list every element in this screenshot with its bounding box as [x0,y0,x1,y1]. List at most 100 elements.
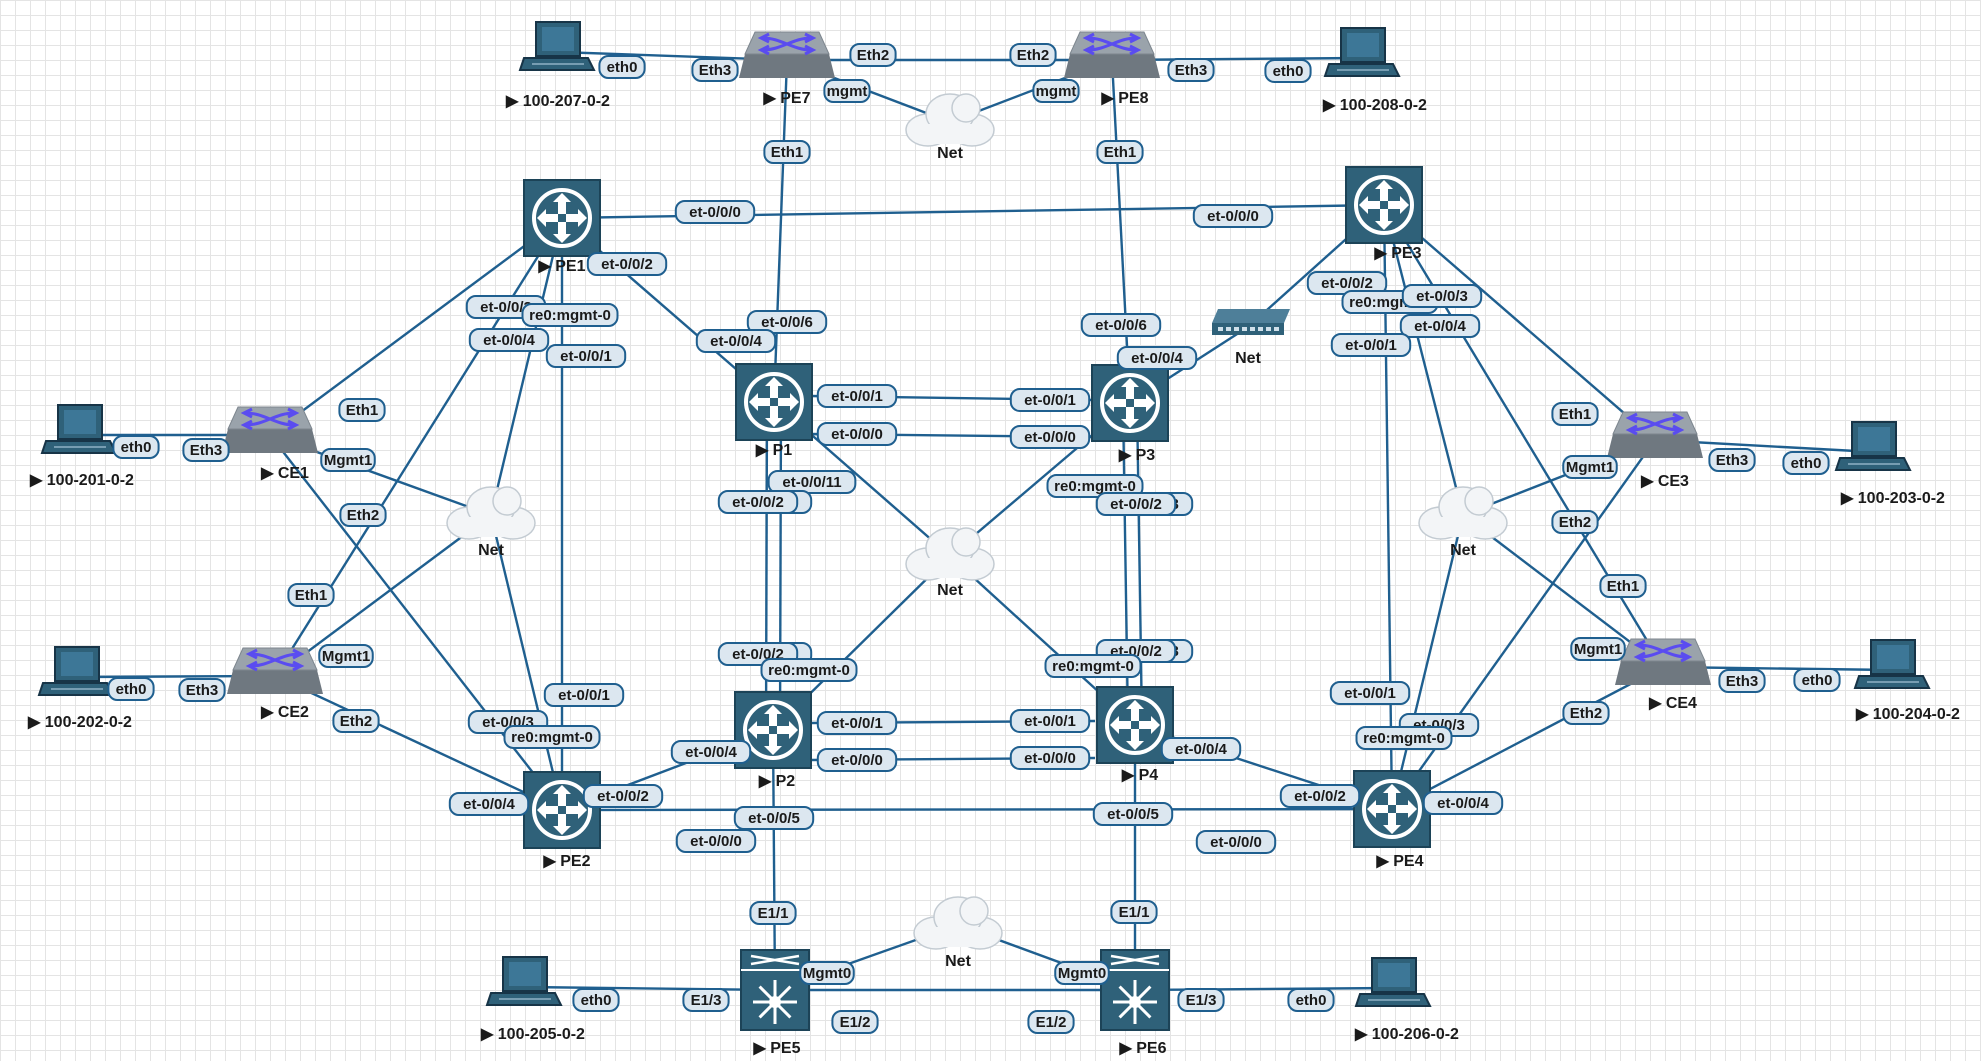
interface-label[interactable]: re0:mgmt-0 [1046,474,1144,498]
interface-label[interactable]: et-0/0/1 [1009,388,1091,412]
interface-label[interactable]: Eth1 [1551,402,1599,426]
interface-label[interactable]: Eth1 [287,583,335,607]
node-ce3[interactable]: ▶ CE3 [1607,411,1703,490]
interface-label[interactable]: eth0 [112,435,160,459]
interface-label[interactable]: eth0 [572,988,620,1012]
interface-label[interactable]: Mgmt1 [1570,637,1626,661]
interface-label[interactable]: re0:mgmt-0 [521,303,619,327]
interface-label[interactable]: Mgmt0 [799,961,855,985]
link-ce2-net_left[interactable] [274,514,492,677]
link-ce1-pe2[interactable] [269,434,563,811]
interface-label[interactable]: et-0/0/0 [816,422,898,446]
interface-label[interactable]: et-0/0/4 [670,740,752,764]
interface-label[interactable]: et-0/0/2 [1279,784,1361,808]
interface-label[interactable]: E1/1 [749,901,797,925]
interface-label[interactable]: et-0/0/6 [746,310,828,334]
node-ce4[interactable]: ▶ CE4 [1615,638,1711,712]
link-p3-p4[interactable] [1135,402,1144,726]
node-p1[interactable]: ▶ P1 [735,363,813,459]
interface-label[interactable]: re0:mgmt-0 [1355,726,1453,750]
interface-label[interactable]: Eth3 [1708,448,1756,472]
link-pe2-pe4[interactable] [561,807,1393,812]
interface-label[interactable]: et-0/0/0 [1009,746,1091,770]
node-h201[interactable]: ▶ 100-201-0-2 [29,404,134,489]
interface-label[interactable]: et-0/0/4 [1160,737,1242,761]
node-pe7[interactable]: ▶ PE7 [739,31,835,107]
interface-label[interactable]: et-0/0/2 [582,784,664,808]
link-pe8-p3[interactable] [1110,59,1132,404]
interface-label[interactable]: et-0/0/1 [543,683,625,707]
link-net_right-pe4[interactable] [1390,514,1465,810]
node-p2[interactable]: ▶ P2 [734,691,812,790]
interface-label[interactable]: Eth1 [763,140,811,164]
interface-label[interactable]: Eth3 [1167,58,1215,82]
link-pe1-net_left[interactable] [489,217,564,516]
interface-label[interactable]: Eth3 [691,58,739,82]
node-net_right[interactable]: Net [1418,486,1508,559]
interface-label[interactable]: Eth2 [1009,43,1057,67]
interface-label[interactable]: mgmt [1032,79,1080,103]
interface-label[interactable]: eth0 [107,677,155,701]
interface-label[interactable]: et-0/0/5 [1092,802,1174,826]
interface-label[interactable]: et-0/0/0 [1195,830,1277,854]
interface-label[interactable]: Eth3 [178,678,226,702]
link-h205-pe5[interactable] [524,985,776,992]
interface-label[interactable]: et-0/0/0 [674,200,756,224]
interface-label[interactable]: et-0/0/1 [816,384,898,408]
interface-label[interactable]: E1/1 [1110,900,1158,924]
node-h206[interactable]: ▶ 100-206-0-2 [1354,957,1459,1043]
interface-label[interactable]: et-0/0/4 [448,792,530,816]
interface-label[interactable]: et-0/0/1 [1330,333,1412,357]
node-pe5[interactable]: ▶ PE5 [740,949,810,1057]
interface-label[interactable]: et-0/0/0 [1192,204,1274,228]
interface-label[interactable]: et-0/0/1 [545,344,627,368]
node-pe6[interactable]: ▶ PE6 [1100,949,1170,1057]
node-h205[interactable]: ▶ 100-205-0-2 [480,956,585,1043]
interface-label[interactable]: Eth3 [182,438,230,462]
link-pe3-net_right[interactable] [1382,204,1465,516]
interface-label[interactable]: et-0/0/2 [717,490,799,514]
interface-label[interactable]: Mgmt1 [320,448,376,472]
interface-label[interactable]: Eth2 [1562,701,1610,725]
node-net_top[interactable]: Net [905,93,995,162]
node-net_bot[interactable]: Net [913,896,1003,970]
link-pe1-ce2[interactable] [273,217,564,677]
interface-label[interactable]: Eth3 [1718,669,1766,693]
link-net_left-pe2[interactable] [489,514,564,811]
interface-label[interactable]: E1/2 [831,1010,879,1034]
node-net_sw[interactable]: Net [1212,309,1290,367]
interface-label[interactable]: et-0/0/5 [733,806,815,830]
node-ce1[interactable]: ▶ CE1 [222,406,318,482]
interface-label[interactable]: re0:mgmt-0 [503,725,601,749]
interface-label[interactable]: et-0/0/11 [767,470,857,494]
interface-label[interactable]: Eth2 [332,709,380,733]
interface-label[interactable]: et-0/0/4 [1422,791,1504,815]
link-pe6-h206[interactable] [1134,986,1395,992]
interface-label[interactable]: et-0/0/3 [1401,284,1483,308]
link-pe7-p1[interactable] [772,59,789,403]
interface-label[interactable]: et-0/0/4 [1116,346,1198,370]
interface-label[interactable]: et-0/0/4 [468,328,550,352]
interface-label[interactable]: et-0/0/6 [1080,313,1162,337]
link-ce3-pe4[interactable] [1391,439,1656,810]
interface-label[interactable]: Mgmt1 [318,644,374,668]
interface-label[interactable]: et-0/0/1 [816,711,898,735]
node-pe4[interactable]: ▶ PE4 [1353,770,1431,870]
interface-label[interactable]: re0:mgmt-0 [1044,654,1142,678]
interface-label[interactable]: eth0 [1264,59,1312,83]
interface-label[interactable]: re0:mgmt-0 [760,658,858,682]
link-pe1-ce1[interactable] [269,217,563,436]
interface-label[interactable]: et-0/0/2 [586,252,668,276]
node-p3[interactable]: ▶ P3 [1091,364,1169,464]
interface-label[interactable]: Eth2 [1551,510,1599,534]
interface-label[interactable]: E1/3 [682,988,730,1012]
node-pe3[interactable]: ▶ PE3 [1345,166,1423,262]
link-ce2-pe2[interactable] [274,674,563,812]
node-p4[interactable]: ▶ P4 [1096,686,1174,784]
interface-label[interactable]: eth0 [1793,668,1841,692]
interface-label[interactable]: et-0/0/0 [675,829,757,853]
interface-label[interactable]: eth0 [1287,988,1335,1012]
node-net_mid[interactable]: Net [905,527,995,599]
node-pe1[interactable]: ▶ PE1 [523,179,601,275]
